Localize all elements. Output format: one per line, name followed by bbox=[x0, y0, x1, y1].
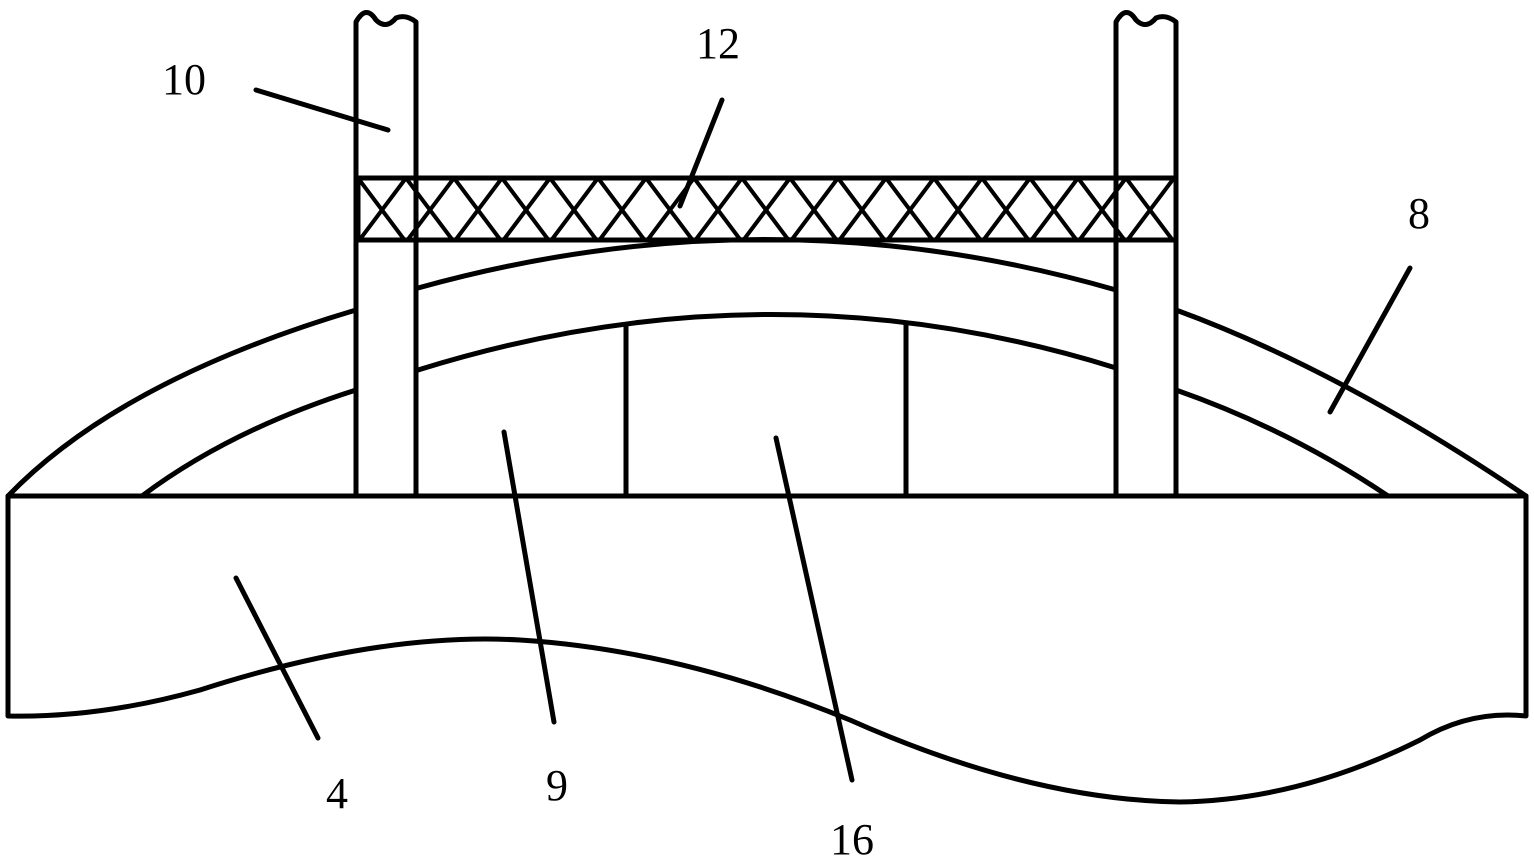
crosshatch-bar-12-outline bbox=[355, 175, 1179, 243]
inner-arch-9 bbox=[139, 387, 1391, 499]
label-8: 8 bbox=[1408, 189, 1430, 238]
label-12: 12 bbox=[696, 19, 740, 68]
base-block-4 bbox=[5, 493, 1529, 805]
arch-between-posts-upper bbox=[415, 237, 1119, 293]
label-9: 9 bbox=[546, 761, 568, 810]
leader-12 bbox=[677, 97, 725, 209]
label-4: 4 bbox=[326, 769, 348, 818]
leader-16 bbox=[773, 435, 855, 783]
leader-10 bbox=[253, 87, 391, 133]
leader-9 bbox=[501, 429, 557, 725]
crosshatch-bar-12 bbox=[358, 178, 1176, 240]
outer-arch-8 bbox=[5, 307, 1529, 499]
leader-8 bbox=[1327, 265, 1413, 415]
left-post-10 bbox=[353, 10, 419, 499]
arch-between-posts-lower bbox=[415, 312, 1119, 373]
label-16: 16 bbox=[830, 815, 874, 863]
right-post bbox=[1113, 10, 1179, 499]
leader-4 bbox=[233, 575, 321, 741]
label-10: 10 bbox=[162, 55, 206, 104]
